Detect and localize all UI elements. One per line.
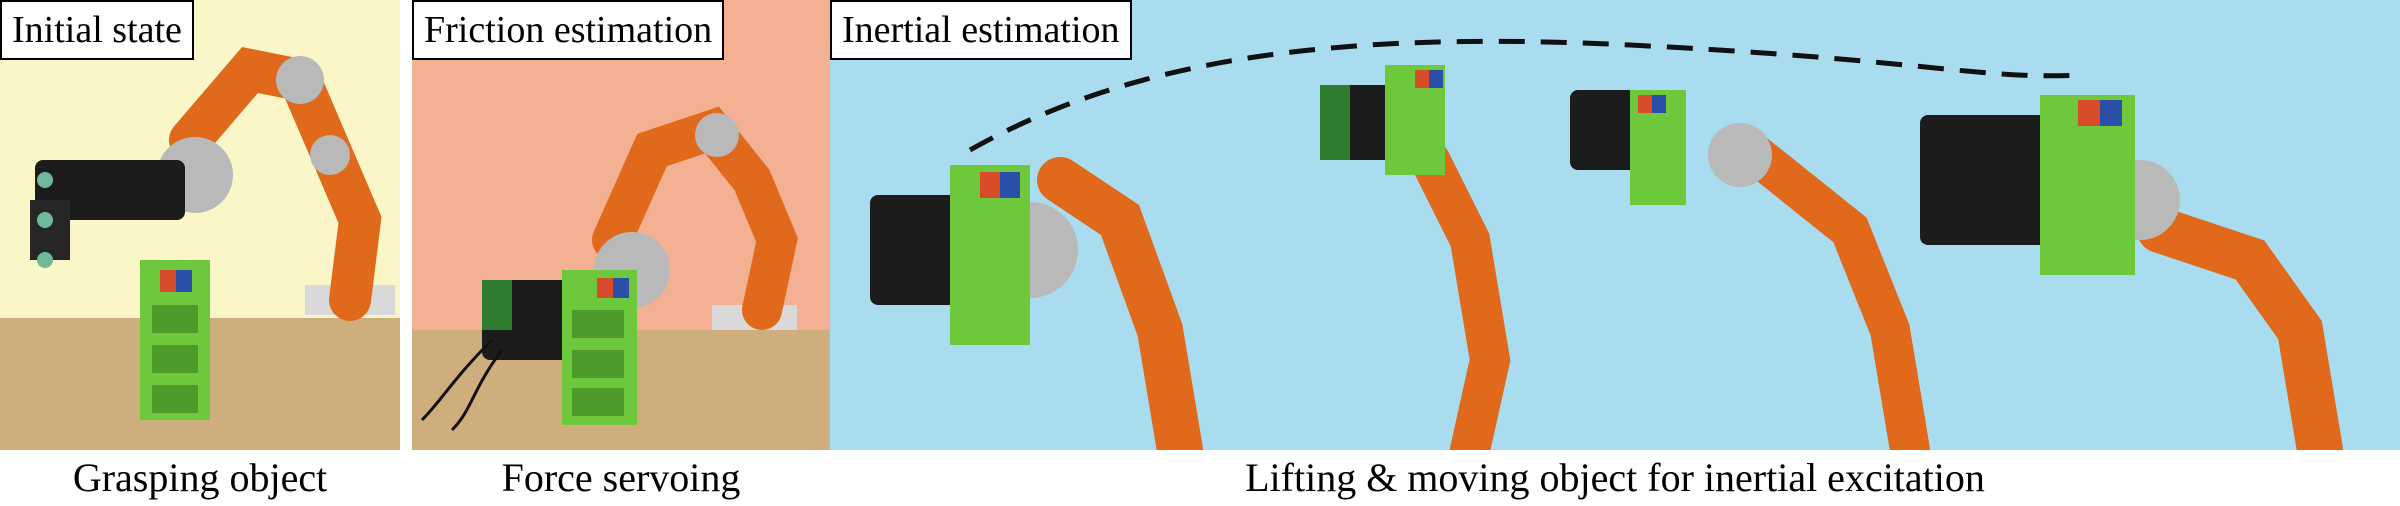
panel-friction-estimation: Friction estimation (412, 0, 830, 450)
green-object (140, 260, 210, 420)
robot-pose-2 (1320, 65, 1511, 450)
panel-label-initial-state: Initial state (0, 0, 194, 60)
robot-pose-4 (1920, 95, 2343, 450)
initial-state-photo (0, 0, 400, 450)
panel-label-friction-estimation: Friction estimation (412, 0, 725, 60)
caption-force-servoing: Force servoing (501, 455, 741, 500)
inertial-estimation-photo (830, 0, 2400, 450)
green-object (562, 270, 637, 425)
robot-pose-1 (870, 157, 1203, 450)
friction-estimation-photo (412, 0, 830, 450)
caption-grasping-object: Grasping object (72, 455, 328, 500)
robot-hand (30, 160, 185, 268)
panel-initial-state: Initial state (0, 0, 400, 450)
caption-lifting-moving: Lifting & moving object for inertial exc… (1245, 455, 1985, 500)
trajectory-dashed-line (968, 38, 2081, 153)
panel-label-inertial-estimation: Inertial estimation (830, 0, 1132, 60)
robot-pose-3 (1570, 90, 1930, 450)
panel-inertial-estimation: Inertial estimation (830, 0, 2400, 450)
robot-arm (157, 46, 382, 321)
